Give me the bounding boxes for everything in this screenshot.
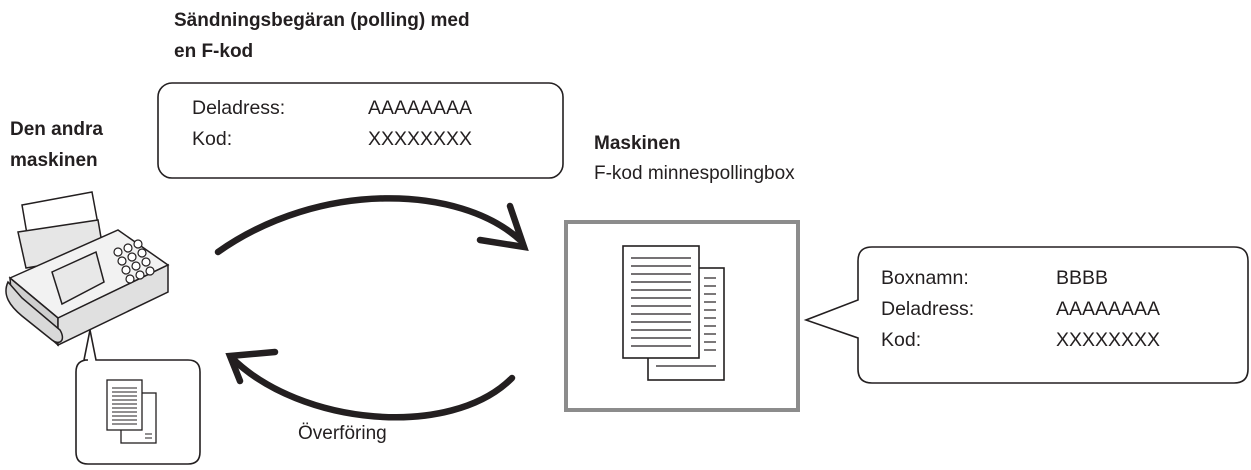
box-info-callout: [803, 246, 1249, 384]
box-info-field-label: Kod:: [881, 329, 922, 351]
documents-icon-large: [622, 245, 725, 381]
request-title-line2: en F-kod: [174, 41, 254, 62]
box-info-field-label: Deladress:: [881, 298, 975, 320]
request-field-value: AAAAAAAA: [368, 97, 473, 119]
fax-machine-icon: [5, 191, 170, 347]
request-arrowhead: [476, 202, 529, 252]
machine-title: Maskinen: [594, 133, 681, 154]
request-field-value: XXXXXXXX: [368, 128, 473, 150]
documents-icon-small: [106, 379, 157, 444]
request-box: [157, 82, 564, 179]
box-info-field-label: Boxnamn:: [881, 267, 969, 289]
transfer-arrow: [228, 354, 516, 421]
request-arrow: [214, 195, 524, 256]
request-fields: Deladress: AAAAAAAA Kod: XXXXXXXX: [192, 94, 532, 154]
machine-subtitle: F-kod minnespollingbox: [594, 163, 795, 184]
box-info-field-value: BBBB: [1056, 267, 1109, 289]
transfer-label: Överföring: [298, 423, 387, 444]
other-machine-label-line2: maskinen: [10, 150, 98, 171]
request-field-label: Kod:: [192, 128, 233, 150]
transfer-arrowhead: [225, 348, 279, 385]
box-info-field-value: XXXXXXXX: [1056, 329, 1161, 351]
other-machine-label-line1: Den andra: [10, 119, 103, 140]
box-info-field-value: AAAAAAAA: [1056, 298, 1161, 320]
box-info-fields: Boxnamn: BBBB Deladress: AAAAAAAA Kod: X…: [881, 264, 1221, 356]
request-field-label: Deladress:: [192, 97, 286, 119]
request-title-line1: Sändningsbegäran (polling) med: [174, 10, 470, 31]
